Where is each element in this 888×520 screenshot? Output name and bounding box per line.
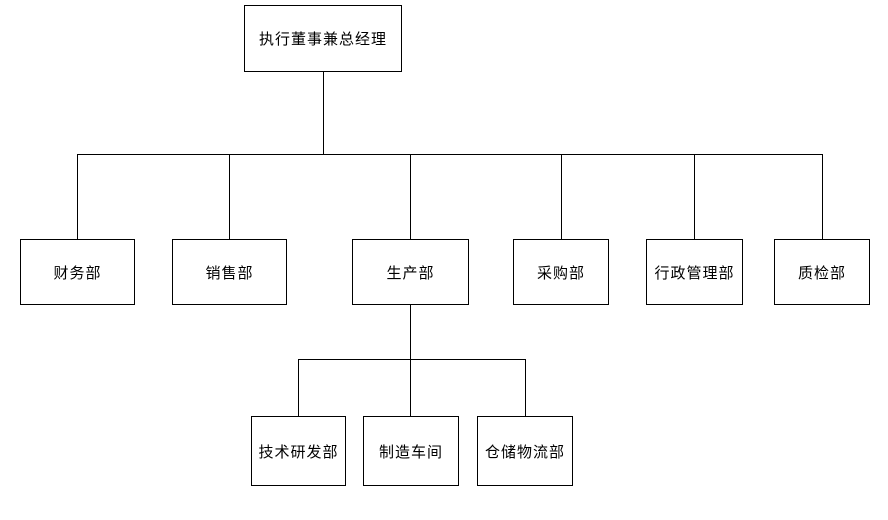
node-finance-dept[interactable]: 财务部 [20,239,135,305]
node-production-dept[interactable]: 生产部 [352,239,469,305]
connector-production-drop [410,154,411,239]
connector-purchasing-drop [561,154,562,239]
connector-root-drop [323,72,324,154]
connector-level3-bus [298,359,526,360]
connector-workshop-drop [410,359,411,416]
node-label: 仓储物流部 [484,442,565,461]
connector-logistics-drop [525,359,526,416]
connector-admin-drop [694,154,695,239]
connector-quality-drop [822,154,823,239]
node-purchasing-dept[interactable]: 采购部 [513,239,609,305]
node-label: 执行董事兼总经理 [258,30,387,48]
node-manufacturing-workshop[interactable]: 制造车间 [363,416,459,486]
connector-production-down [410,305,411,359]
node-admin-management-dept[interactable]: 行政管理部 [646,239,743,305]
node-quality-inspection-dept[interactable]: 质检部 [774,239,870,305]
node-label: 技术研发部 [258,442,339,461]
connector-finance-drop [77,154,78,239]
connector-level2-bus [77,154,823,155]
node-label: 质检部 [797,263,846,282]
node-label: 制造车间 [378,442,443,461]
connector-sales-drop [229,154,230,239]
node-warehouse-logistics-dept[interactable]: 仓储物流部 [477,416,573,486]
node-tech-rnd-dept[interactable]: 技术研发部 [251,416,346,486]
node-label: 财务部 [53,263,102,282]
node-label: 采购部 [536,263,585,282]
connector-rnd-drop [298,359,299,416]
node-label: 生产部 [386,263,435,282]
node-sales-dept[interactable]: 销售部 [172,239,287,305]
node-label: 行政管理部 [654,263,735,282]
node-executive-director-gm[interactable]: 执行董事兼总经理 [244,5,402,72]
node-label: 销售部 [205,263,254,282]
